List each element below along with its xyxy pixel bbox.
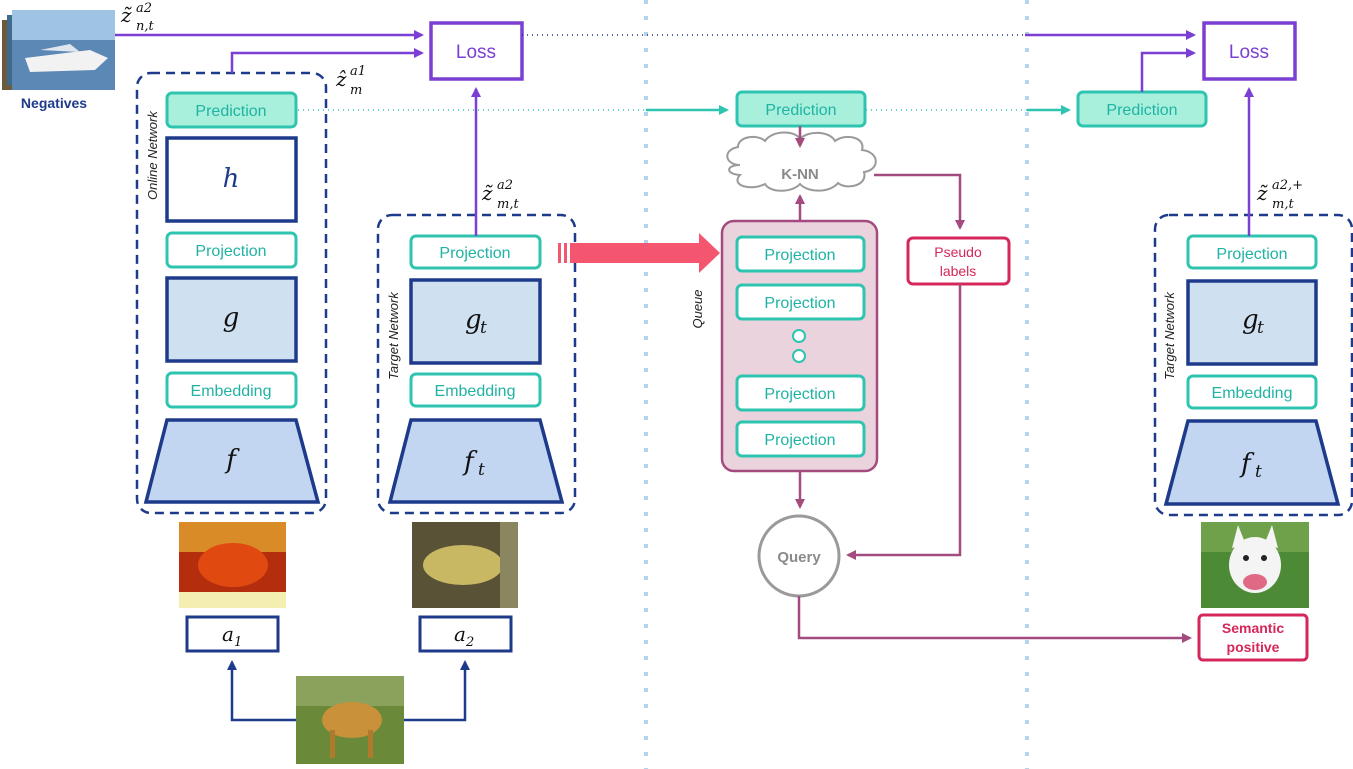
online-network-label: Online Network [145, 110, 160, 200]
queue-ellipsis-dot-1 [792, 329, 806, 343]
online-h-box [165, 136, 298, 223]
knn-label: K-NN [781, 166, 819, 183]
svg-text:g: g [465, 305, 482, 335]
pseudo-labels-line2: labels [940, 263, 977, 279]
right-projection-label: Projection [1216, 246, 1287, 263]
query-label: Query [777, 549, 821, 566]
z-target-label: z̃ a2 m,t [481, 178, 519, 212]
target-embedding-box [409, 372, 542, 408]
svg-text:z̃: z̃ [1256, 181, 1268, 205]
right-embedding-box [1186, 374, 1318, 410]
online-embedding-label: Embedding [191, 383, 272, 400]
queue-item-2 [735, 283, 866, 321]
svg-text:a1: a1 [350, 64, 366, 79]
z-hat-label: ẑ a1 m [335, 64, 366, 98]
svg-text:a: a [222, 622, 234, 646]
svg-text:1: 1 [234, 635, 242, 650]
right-target-network-frame [1153, 213, 1353, 517]
svg-text:t: t [1257, 318, 1264, 338]
queue-item-3-label: Projection [764, 386, 835, 403]
arrow-source-to-a1 [227, 660, 296, 722]
svg-text:z̃: z̃ [120, 3, 132, 27]
queue-item-2-label: Projection [764, 295, 835, 312]
a2-label: a 2 [454, 622, 474, 650]
semantic-positive-line2: positive [1227, 639, 1280, 655]
right-gt-label: g t [1242, 305, 1264, 338]
loss-left-box [429, 21, 524, 81]
right-ft-trapezoid [1163, 419, 1341, 506]
svg-text:a2,+: a2,+ [1272, 178, 1303, 193]
queue-label: Queue [690, 289, 705, 328]
semantic-positive-image [1201, 522, 1309, 608]
online-g-label: g [223, 303, 240, 333]
svg-text:m,t: m,t [1272, 197, 1294, 212]
big-arrow-to-queue [558, 233, 720, 273]
pseudo-labels-box [906, 236, 1011, 286]
queue-ellipsis-dot-2 [792, 349, 806, 363]
svg-text:g: g [1242, 305, 1259, 335]
online-prediction-box [165, 91, 298, 129]
online-h-label: h [223, 164, 240, 194]
online-g-box [165, 276, 298, 363]
semantic-positive-line1: Semantic [1222, 620, 1284, 636]
right-prediction-label: Prediction [1106, 102, 1177, 119]
queue-item-1 [735, 235, 866, 273]
target-network-label: Target Network [386, 291, 401, 380]
arrow-pseudo-to-query [846, 284, 962, 560]
loss-left-label: Loss [456, 42, 496, 63]
target-gt-label: g t [465, 305, 487, 338]
a2-box [418, 615, 513, 653]
online-f-trapezoid [143, 418, 321, 504]
a1-label: a 1 [222, 622, 242, 650]
right-embedding-label: Embedding [1212, 385, 1293, 402]
augmented-image-a2 [412, 522, 518, 608]
negatives-label: Negatives [21, 95, 87, 111]
loss-right-box [1202, 21, 1297, 81]
semantic-positive-box [1197, 613, 1309, 662]
queue-item-1-label: Projection [764, 247, 835, 264]
svg-text:t: t [478, 460, 485, 480]
right-projection-box [1186, 234, 1318, 270]
svg-text:a: a [454, 622, 466, 646]
svg-text:m,t: m,t [497, 197, 519, 212]
svg-text:t: t [1255, 462, 1262, 482]
online-prediction-label: Prediction [195, 103, 266, 120]
loss-right-label: Loss [1229, 42, 1269, 63]
arrow-prediction-to-loss [230, 48, 424, 73]
arrow-right-prediction-to-loss [1140, 48, 1196, 92]
svg-text:2: 2 [465, 635, 474, 650]
queue-item-4-label: Projection [764, 432, 835, 449]
queue-item-3 [735, 374, 866, 412]
online-embedding-box [165, 371, 298, 409]
right-target-network-label: Target Network [1162, 291, 1177, 380]
target-projection-label: Projection [439, 245, 510, 262]
right-gt-box [1186, 279, 1318, 366]
z-positive-label: z̃ a2,+ m,t [1256, 178, 1303, 212]
svg-text:z̃: z̃ [481, 181, 493, 205]
svg-text:n,t: n,t [136, 19, 155, 34]
source-image [296, 676, 404, 764]
knn-cloud [726, 131, 877, 192]
svg-text:m: m [350, 83, 362, 98]
z-negative-label: z̃ a2 n,t [120, 1, 155, 34]
queue-item-4 [735, 420, 866, 458]
online-projection-box [165, 231, 298, 269]
arrow-query-to-semantic [797, 596, 1192, 643]
pseudo-labels-line1: Pseudo [934, 244, 982, 260]
center-prediction-label: Prediction [765, 102, 836, 119]
arrow-source-to-a2 [404, 660, 470, 722]
arrow-knn-to-pseudo [874, 173, 965, 230]
a1-box [185, 615, 280, 653]
target-ft-trapezoid [387, 418, 565, 504]
augmented-image-a1 [179, 522, 286, 608]
svg-text:ẑ: ẑ [335, 67, 347, 91]
svg-text:t: t [480, 318, 487, 338]
online-projection-label: Projection [195, 243, 266, 260]
negatives-image-stack [2, 10, 115, 90]
target-gt-box [409, 278, 542, 365]
target-embedding-label: Embedding [435, 383, 516, 400]
svg-text:a2: a2 [136, 1, 152, 16]
svg-text:a2: a2 [497, 178, 513, 193]
